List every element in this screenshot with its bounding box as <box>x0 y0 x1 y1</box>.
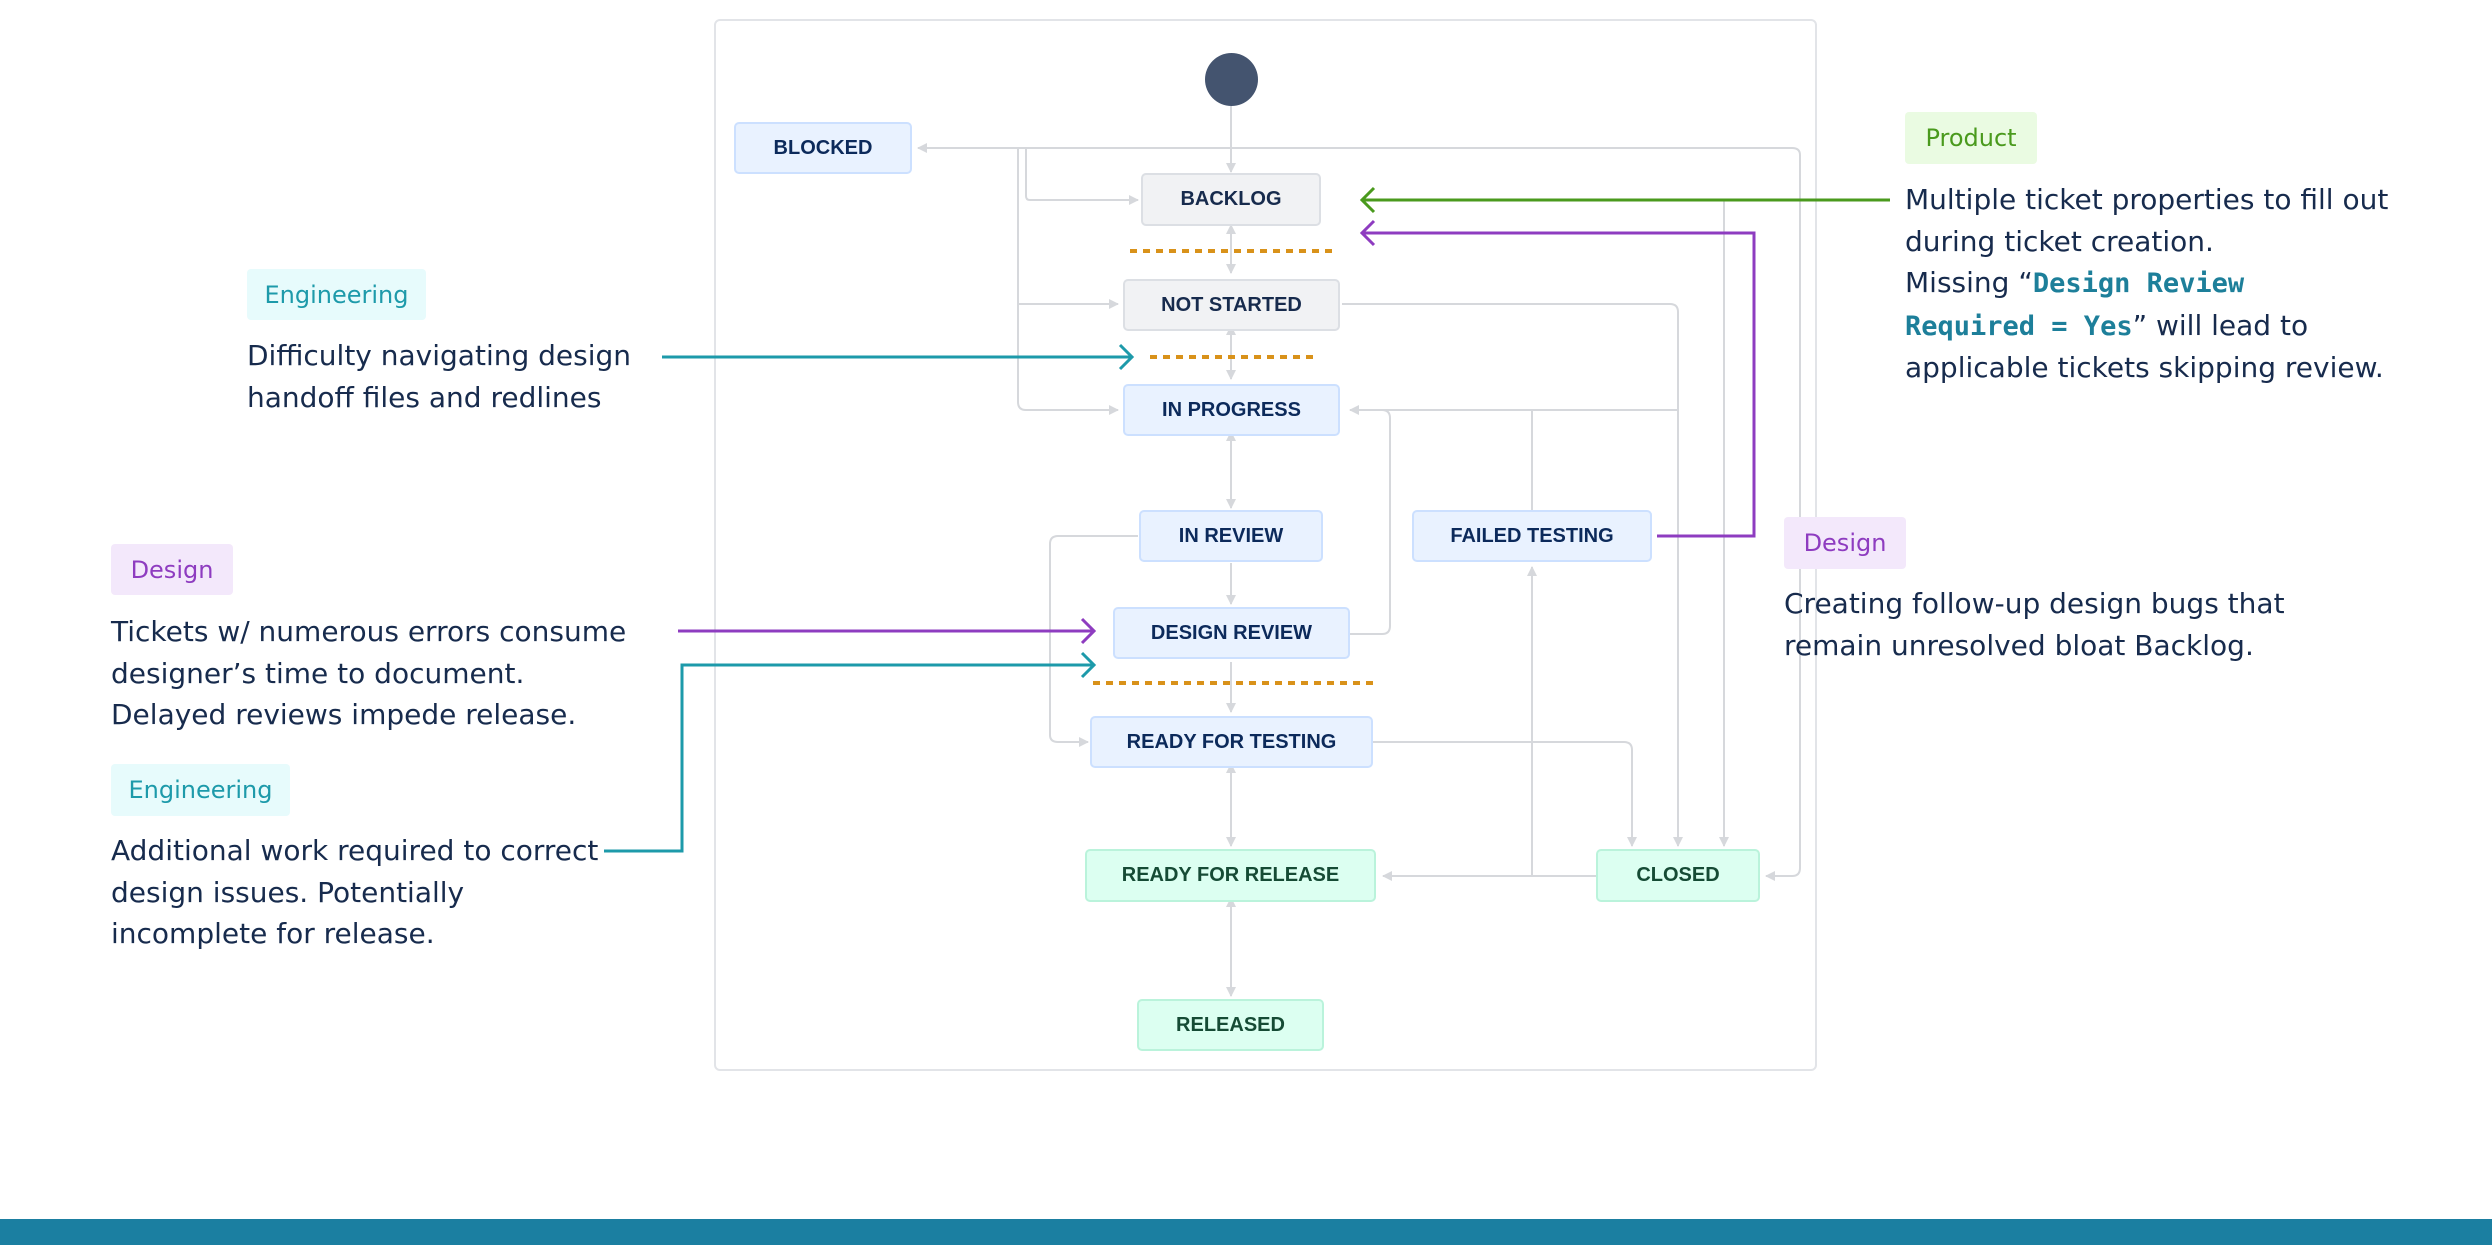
note-line: Required = Yes” will lead to <box>1905 305 2388 348</box>
note-line: Creating follow-up design bugs that <box>1784 587 2285 620</box>
design-tag: Design <box>111 544 233 595</box>
note-line: applicable tickets skipping review. <box>1905 351 2384 384</box>
state-ready-for-testing: READY FOR TESTING <box>1090 716 1373 768</box>
engineering-note-navigation: Difficulty navigating design handoff fil… <box>247 335 631 418</box>
state-closed: CLOSED <box>1596 849 1760 902</box>
state-backlog: BACKLOG <box>1141 173 1321 226</box>
state-in-progress: IN PROGRESS <box>1123 384 1340 436</box>
product-tag: Product <box>1905 112 2037 164</box>
note-line: Difficulty navigating design <box>247 339 632 372</box>
note-line: remain unresolved bloat Backlog. <box>1784 628 2254 662</box>
note-line: Delayed reviews impede release. <box>111 698 577 731</box>
state-blocked: BLOCKED <box>734 122 912 174</box>
engineering-note-rework: Additional work required to correct desi… <box>111 830 598 955</box>
product-note-ticket-properties: Multiple ticket properties to fill out d… <box>1905 179 2388 389</box>
state-design-review: DESIGN REVIEW <box>1113 607 1350 659</box>
code-text: Required = Yes <box>1905 310 2133 342</box>
state-released: RELEASED <box>1137 999 1324 1051</box>
footer-bar <box>0 1219 2492 1245</box>
note-text: ” will lead to <box>2132 308 2309 342</box>
state-ready-for-release: READY FOR RELEASE <box>1085 849 1376 902</box>
state-not-started: NOT STARTED <box>1123 279 1340 331</box>
design-note-errors: Tickets w/ numerous errors consume desig… <box>111 611 626 736</box>
design-note-follow-up-bugs: Creating follow-up design bugs that rema… <box>1784 583 2285 666</box>
design-callout-arrow-design-review <box>678 617 1097 645</box>
note-text: Missing “ <box>1905 266 2033 299</box>
note-line: designer’s time to document. <box>111 656 525 690</box>
pain-point-markers <box>1093 249 1376 685</box>
note-line: Additional work required to correct <box>111 834 599 867</box>
note-line: Missing “Design Review <box>1905 262 2388 305</box>
engineering-callout-arrow-design-review <box>604 651 1097 853</box>
note-line: during ticket creation. <box>1905 224 2214 258</box>
product-callout-arrow <box>1359 186 1890 214</box>
grey-connectors <box>917 106 1801 997</box>
engineering-tag: Engineering <box>247 269 426 320</box>
note-line: Multiple ticket properties to fill out <box>1905 183 2389 216</box>
engineering-callout-arrow-in-progress <box>662 343 1135 371</box>
state-in-review: IN REVIEW <box>1139 510 1323 562</box>
design-tag: Design <box>1784 517 1906 569</box>
engineering-tag: Engineering <box>111 764 290 816</box>
code-text: Design Review <box>2032 268 2245 299</box>
callout-arrows <box>604 186 1890 853</box>
note-line: design issues. Potentially <box>111 875 465 909</box>
state-failed-testing: FAILED TESTING <box>1412 510 1652 562</box>
start-node <box>1205 53 1258 106</box>
design-callout-arrow-backlog <box>1359 219 1756 538</box>
note-line: handoff files and redlines <box>247 380 602 414</box>
note-line: incomplete for release. <box>111 917 435 950</box>
note-line: Tickets w/ numerous errors consume <box>111 615 627 648</box>
